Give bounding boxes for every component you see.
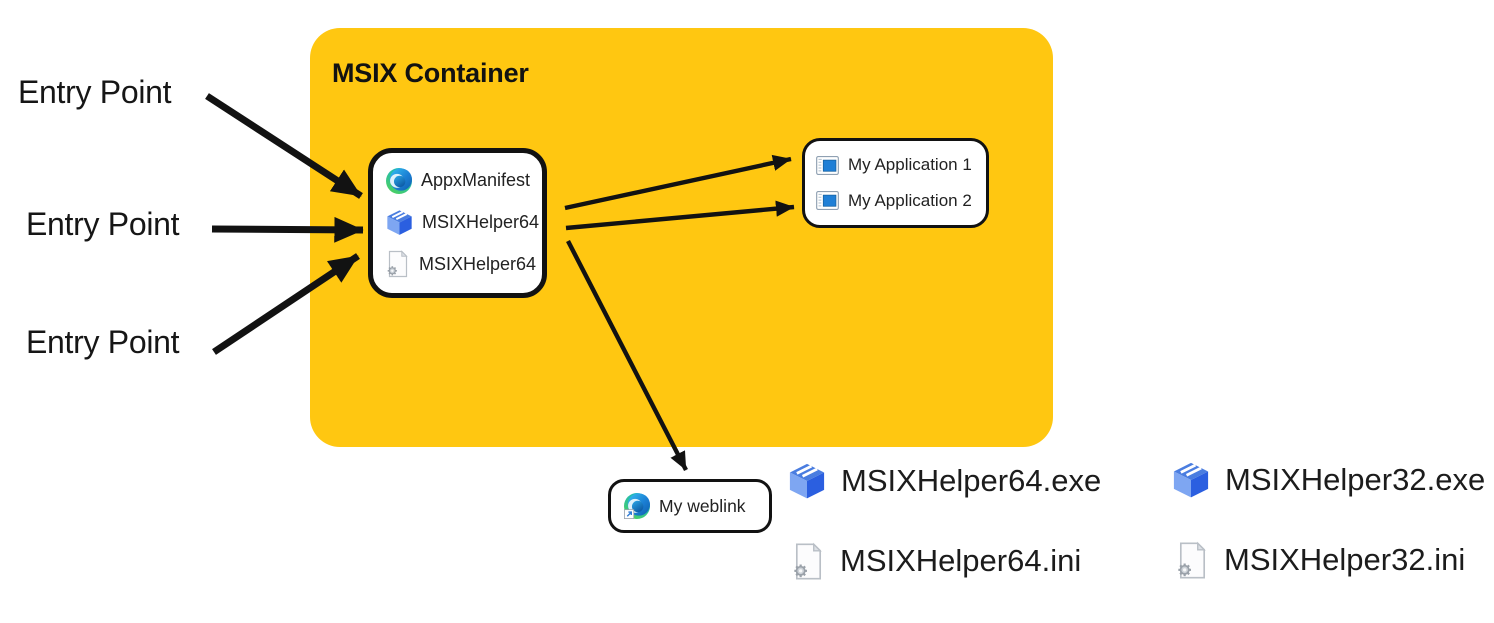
container-title: MSIX Container xyxy=(332,58,529,88)
manifest-item: AppxManifest xyxy=(386,168,542,194)
weblink-item: My weblink xyxy=(624,493,769,519)
app-window-icon xyxy=(816,154,839,177)
application-item-label: My Application 1 xyxy=(848,155,972,175)
application-item: My Application 1 xyxy=(816,154,986,177)
weblink-box: My weblink xyxy=(608,479,772,533)
msix-package-icon xyxy=(788,462,826,500)
applications-box: My Application 1 My Application 2 xyxy=(802,138,989,228)
file-item: MSIXHelper64.ini xyxy=(792,537,1081,585)
weblink-label: My weblink xyxy=(659,495,746,516)
ini-file-icon xyxy=(792,542,825,581)
app-window-icon xyxy=(816,189,839,212)
manifest-item-label: MSIXHelper64 xyxy=(422,211,540,232)
file-item: MSIXHelper32.exe xyxy=(1172,456,1485,504)
file-item: MSIXHelper64.exe xyxy=(788,457,1101,505)
ini-file-icon xyxy=(1176,541,1209,580)
entry-point-label-2: Entry Point xyxy=(26,206,180,242)
manifest-box: AppxManifest MSIXHelper64 MSIXHelper64 xyxy=(368,148,547,298)
manifest-item-label: AppxManifest xyxy=(421,170,531,191)
manifest-item: MSIXHelper64 xyxy=(386,250,542,278)
edge-icon xyxy=(386,168,412,194)
application-item-label: My Application 2 xyxy=(848,190,972,210)
entry-point-label-1: Entry Point xyxy=(18,74,172,110)
file-label: MSIXHelper64.exe xyxy=(841,463,1102,498)
manifest-item-label: MSIXHelper64 xyxy=(419,253,537,274)
file-label: MSIXHelper32.exe xyxy=(1225,462,1486,497)
file-item: MSIXHelper32.ini xyxy=(1176,536,1465,584)
entry-point-label-3: Entry Point xyxy=(26,324,180,360)
msix-package-icon xyxy=(386,209,413,236)
edge-shortcut-icon xyxy=(624,493,650,519)
file-label: MSIXHelper64.ini xyxy=(840,543,1082,578)
application-item: My Application 2 xyxy=(816,189,986,212)
msix-package-icon xyxy=(1172,461,1210,499)
file-label: MSIXHelper32.ini xyxy=(1224,542,1466,577)
ini-file-icon xyxy=(386,250,410,278)
manifest-item: MSIXHelper64 xyxy=(386,209,542,236)
